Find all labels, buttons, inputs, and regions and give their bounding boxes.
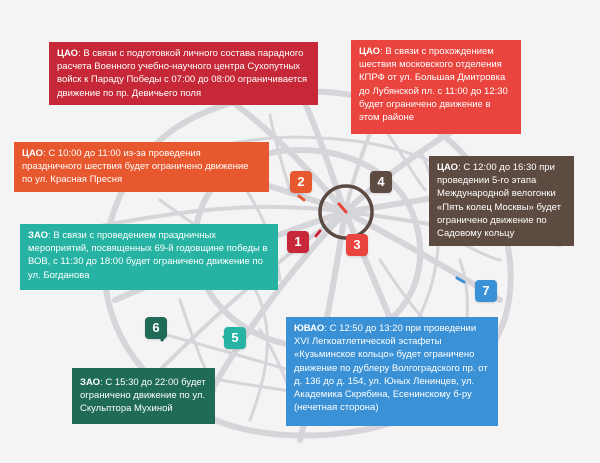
callout-7-text: : С 12:50 до 13:20 при проведении XVI Ле… bbox=[294, 323, 488, 414]
callout-2: ЦАО: С 10:00 до 11:00 из-за проведения п… bbox=[14, 142, 269, 192]
callout-4-district: ЦАО bbox=[437, 162, 459, 173]
callout-6: ЗАО: С 15:30 до 22:00 будет ограничено д… bbox=[72, 368, 215, 424]
marker-1[interactable]: 1 bbox=[287, 231, 309, 253]
marker-5[interactable]: 5 bbox=[224, 327, 246, 349]
callout-2-text: : С 10:00 до 11:00 из-за проведения праз… bbox=[22, 148, 249, 186]
callout-4: ЦАО: С 12:00 до 16:30 при проведении 5-г… bbox=[429, 156, 574, 246]
callout-1-text: : В связи с подготовкой личного состава … bbox=[57, 48, 308, 99]
callout-1-district: ЦАО bbox=[57, 48, 79, 59]
callout-7-district: ЮВАО bbox=[294, 323, 325, 334]
callout-6-text: : С 15:30 до 22:00 будет ограничено движ… bbox=[80, 377, 206, 415]
marker-2[interactable]: 2 bbox=[290, 171, 312, 193]
callout-3-text: : В связи с прохождением шествия московс… bbox=[359, 46, 508, 124]
callout-3-district: ЦАО bbox=[359, 46, 381, 57]
marker-4[interactable]: 4 bbox=[370, 171, 392, 193]
marker-6[interactable]: 6 bbox=[145, 317, 167, 339]
callout-4-text: : С 12:00 до 16:30 при проведении 5-го э… bbox=[437, 162, 561, 240]
callout-5-district: ЗАО bbox=[28, 230, 49, 241]
callout-2-district: ЦАО bbox=[22, 148, 44, 159]
callout-5-text: : В связи с проведением праздничных меро… bbox=[28, 230, 268, 281]
callout-5: ЗАО: В связи с проведением праздничных м… bbox=[20, 224, 278, 290]
marker-7[interactable]: 7 bbox=[475, 280, 497, 302]
callout-6-district: ЗАО bbox=[80, 377, 101, 388]
callout-1: ЦАО: В связи с подготовкой личного соста… bbox=[49, 42, 318, 105]
callout-3: ЦАО: В связи с прохождением шествия моск… bbox=[351, 40, 521, 134]
marker-3[interactable]: 3 bbox=[346, 234, 368, 256]
callout-7: ЮВАО: С 12:50 до 13:20 при проведении XV… bbox=[286, 317, 498, 426]
